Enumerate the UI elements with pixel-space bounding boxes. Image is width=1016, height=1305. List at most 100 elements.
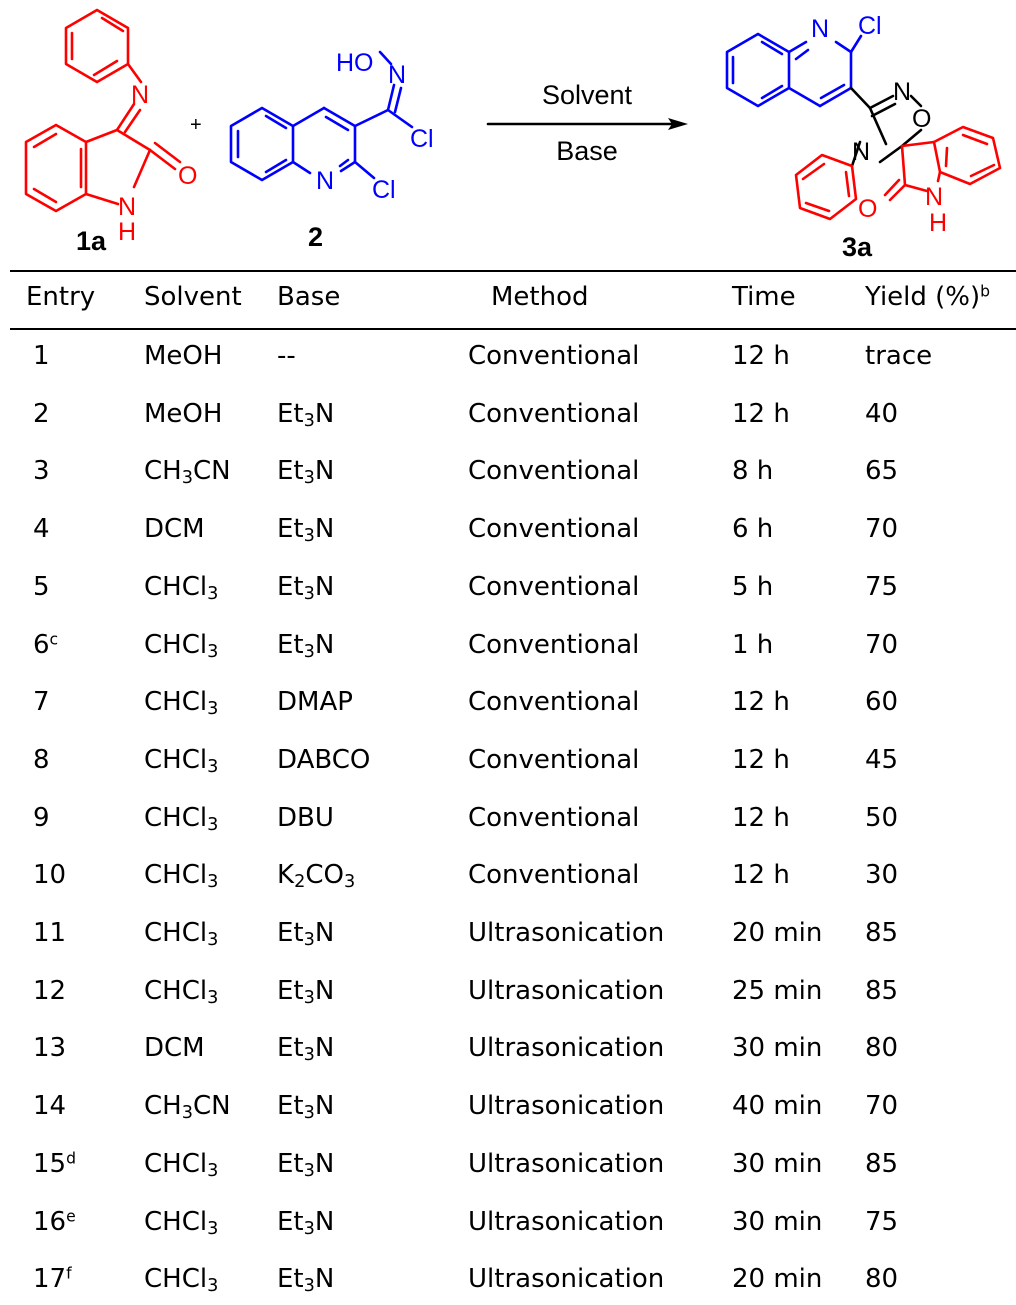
cell-time: 12 h <box>732 745 790 775</box>
cell-solvent: MeOH <box>144 399 223 429</box>
cell-yield: 70 <box>865 630 899 660</box>
cell-yield: 70 <box>865 1091 899 1121</box>
cell-yield: trace <box>865 341 933 371</box>
cell-base: Et3N <box>277 1149 335 1181</box>
cell-solvent: CHCl3 <box>144 976 219 1008</box>
cell-method: Ultrasonication <box>468 918 665 948</box>
cell-entry: 5 <box>33 572 50 602</box>
header-entry: Entry <box>26 282 96 312</box>
cell-yield: 75 <box>865 1207 899 1237</box>
atom-nh-n-3a: N <box>925 183 943 211</box>
cell-yield: 75 <box>865 572 899 602</box>
cell-entry: 8 <box>33 745 50 775</box>
cell-entry: 14 <box>33 1091 67 1121</box>
atom-o-3a: O <box>858 195 877 223</box>
cell-method: Conventional <box>468 630 640 660</box>
cell-method: Conventional <box>468 745 640 775</box>
cell-method: Ultrasonication <box>468 1264 665 1294</box>
cell-base: Et3N <box>277 399 335 431</box>
atom-o-oxadiazoline-3a: O <box>912 105 931 133</box>
entry-footnote: d <box>66 1149 76 1168</box>
atom-cl-3a: Cl <box>858 12 882 40</box>
cell-yield: 70 <box>865 514 899 544</box>
atom-o-1a: O <box>178 162 197 190</box>
cell-base: DBU <box>277 803 334 833</box>
entry-footnote: e <box>66 1207 76 1226</box>
cell-time: 5 h <box>732 572 774 602</box>
cell-yield: 50 <box>865 803 899 833</box>
cell-base: Et3N <box>277 514 335 546</box>
cell-entry: 17f <box>33 1264 72 1294</box>
cell-method: Conventional <box>468 456 640 486</box>
cell-base: K2CO3 <box>277 860 356 892</box>
cell-yield: 30 <box>865 860 899 890</box>
cell-base: Et3N <box>277 1264 335 1296</box>
cell-entry: 10 <box>33 860 67 890</box>
cell-entry: 1 <box>33 341 50 371</box>
cell-yield: 60 <box>865 687 899 717</box>
cell-entry: 2 <box>33 399 50 429</box>
atom-n-1a: N <box>131 81 149 109</box>
cell-base: Et3N <box>277 1033 335 1065</box>
cell-yield: 80 <box>865 1264 899 1294</box>
cell-time: 8 h <box>732 456 774 486</box>
entry-footnote: c <box>49 630 59 649</box>
cell-solvent: CHCl3 <box>144 803 219 835</box>
cell-time: 30 min <box>732 1207 823 1237</box>
cell-time: 12 h <box>732 399 790 429</box>
header-solvent: Solvent <box>144 282 242 312</box>
cell-solvent: CHCl3 <box>144 687 219 719</box>
condition-base: Base <box>556 136 618 166</box>
cell-method: Ultrasonication <box>468 1207 665 1237</box>
cell-time: 40 min <box>732 1091 823 1121</box>
compound-1a-structure <box>24 8 182 213</box>
cell-method: Ultrasonication <box>468 1091 665 1121</box>
cell-solvent: MeOH <box>144 341 223 371</box>
cell-yield: 65 <box>865 456 899 486</box>
cell-time: 12 h <box>732 341 790 371</box>
atom-n-oxadiazoline-3a: N <box>893 78 911 106</box>
cell-solvent: CHCl3 <box>144 1149 219 1181</box>
atom-cl-oxime-2: Cl <box>410 125 434 153</box>
cell-entry: 3 <box>33 456 50 486</box>
cell-base: Et3N <box>277 976 335 1008</box>
cell-entry: 4 <box>33 514 50 544</box>
header-base: Base <box>277 282 341 312</box>
atom-n4-3a: N <box>852 138 870 166</box>
cell-yield: 40 <box>865 399 899 429</box>
table-header-rule <box>10 328 1016 330</box>
cell-solvent: CH3CN <box>144 456 231 488</box>
cell-time: 1 h <box>732 630 774 660</box>
header-time: Time <box>732 282 796 312</box>
cell-method: Ultrasonication <box>468 976 665 1006</box>
compound-3a-oxindole <box>794 125 1002 221</box>
atom-n-quinoline-3a: N <box>811 15 829 43</box>
cell-base: Et3N <box>277 1207 335 1239</box>
cell-yield: 80 <box>865 1033 899 1063</box>
cell-solvent: CHCl3 <box>144 572 219 604</box>
atom-n-ring-2: N <box>316 167 334 195</box>
cell-entry: 7 <box>33 687 50 717</box>
cell-solvent: CHCl3 <box>144 860 219 892</box>
plus-sign: + <box>190 114 202 136</box>
header-method: Method <box>491 282 589 312</box>
compound-3a-quinoline <box>725 32 863 108</box>
cell-yield: 45 <box>865 745 899 775</box>
cell-method: Conventional <box>468 687 640 717</box>
cell-method: Conventional <box>468 341 640 371</box>
condition-solvent: Solvent <box>542 80 633 110</box>
cell-solvent: CH3CN <box>144 1091 231 1123</box>
cell-solvent: CHCl3 <box>144 918 219 950</box>
cell-method: Conventional <box>468 572 640 602</box>
cell-time: 30 min <box>732 1149 823 1179</box>
cell-method: Conventional <box>468 399 640 429</box>
cell-base: Et3N <box>277 630 335 662</box>
reaction-arrow-head <box>668 118 688 130</box>
cell-entry: 13 <box>33 1033 67 1063</box>
cell-method: Conventional <box>468 514 640 544</box>
cell-time: 20 min <box>732 918 823 948</box>
cell-time: 25 min <box>732 976 823 1006</box>
cell-entry: 11 <box>33 918 67 948</box>
cell-base: Et3N <box>277 456 335 488</box>
label-1a: 1a <box>76 226 107 256</box>
